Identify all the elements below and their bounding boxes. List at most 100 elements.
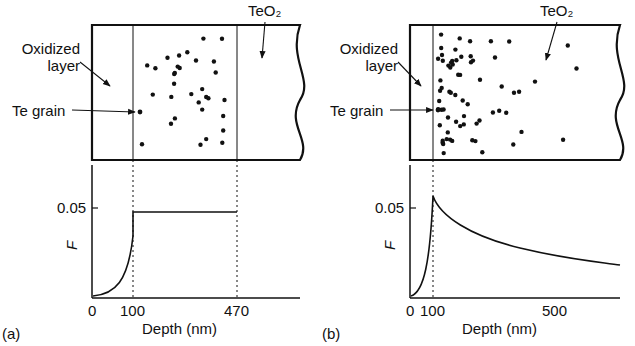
graph-a	[92, 160, 300, 298]
te-grain	[491, 110, 495, 114]
te-grain	[574, 66, 578, 70]
te-grain	[185, 50, 189, 54]
te-grain	[462, 122, 466, 126]
te-grain	[446, 115, 450, 119]
te-grain	[439, 46, 443, 50]
axis-tick-label: 0	[406, 302, 414, 319]
te-grain	[470, 138, 474, 142]
axis-tick-label: 470	[224, 302, 249, 319]
x-axis	[92, 297, 300, 299]
te-grain	[220, 141, 224, 145]
te-grain	[454, 58, 458, 62]
te-grain	[504, 111, 508, 115]
graph-b	[410, 160, 620, 298]
te-grain	[140, 142, 144, 146]
axis-tick-label: 100	[120, 302, 145, 319]
sample-outline	[410, 25, 624, 160]
te-grain	[461, 98, 465, 102]
te-grain	[448, 137, 452, 141]
region-label: Te grain	[12, 102, 65, 119]
te-grain	[200, 87, 204, 91]
dotted-guide	[433, 160, 434, 298]
axis-tick-label: 0.05	[375, 199, 404, 216]
te-grain	[173, 116, 177, 120]
te-grain	[480, 150, 484, 154]
te-grain	[214, 70, 218, 74]
te-grain	[468, 39, 472, 43]
te-grain	[454, 120, 458, 124]
dotted-guide	[237, 160, 238, 298]
leader-line	[546, 22, 557, 60]
te-grain	[201, 36, 205, 40]
leader-line	[72, 110, 135, 112]
te-grain	[436, 57, 440, 61]
te-grain	[466, 102, 470, 106]
te-grain	[172, 72, 176, 76]
leader-line	[80, 62, 110, 86]
layer-boundary	[237, 25, 238, 160]
leader-lines	[72, 22, 557, 112]
te-grain	[458, 73, 462, 77]
te-grain	[177, 53, 181, 57]
te-grain	[212, 59, 216, 63]
te-grain	[453, 93, 457, 97]
te-grain	[478, 78, 482, 82]
te-grain	[438, 89, 442, 93]
te-grain	[533, 79, 537, 83]
te-grain	[474, 121, 478, 125]
region-label: Oxidized layer	[324, 40, 398, 74]
te-grain	[169, 122, 173, 126]
te-grain	[220, 37, 224, 41]
te-grain	[439, 32, 443, 36]
te-grain	[449, 91, 453, 95]
x-axis	[410, 297, 620, 299]
te-grain	[153, 66, 157, 70]
sample-outline	[92, 25, 304, 160]
te-grain	[561, 138, 565, 142]
te-grain	[448, 65, 452, 69]
axis-tick-label: 0.05	[57, 199, 86, 216]
te-grains	[436, 32, 579, 155]
region-label: TeO₂	[248, 2, 281, 19]
te-grain	[165, 56, 169, 60]
axis-title: F	[381, 241, 398, 250]
te-grain	[206, 96, 210, 100]
tick	[410, 207, 416, 208]
te-grain	[453, 47, 457, 51]
te-grain	[197, 100, 201, 104]
axis-title: Depth (nm)	[462, 320, 537, 337]
region-label: TeO₂	[540, 2, 573, 19]
te-grain	[446, 130, 450, 134]
te-grain	[221, 128, 225, 132]
te-grain	[459, 55, 463, 59]
te-grain	[441, 142, 445, 146]
te-grain	[511, 142, 515, 146]
axis-title: F	[63, 241, 80, 250]
te-grain	[440, 53, 444, 57]
te-grain	[441, 59, 445, 63]
axis-tick-label: 100	[420, 302, 445, 319]
te-grain	[145, 63, 149, 67]
tick	[92, 207, 98, 208]
te-grain	[221, 114, 225, 118]
axis-title: Depth (nm)	[142, 320, 217, 337]
te-grain	[194, 58, 198, 62]
panel-label: (b)	[322, 325, 340, 342]
te-grain	[489, 39, 493, 43]
f-curve	[411, 196, 620, 296]
te-grain	[512, 91, 516, 95]
te-grains	[140, 36, 227, 147]
te-grain	[438, 123, 442, 127]
layer-boundary	[433, 25, 434, 160]
region-label: Te grain	[330, 102, 383, 119]
te-grain	[462, 114, 466, 118]
te-grain	[169, 95, 173, 99]
axis-tick-label: 500	[542, 302, 567, 319]
y-axis	[91, 165, 93, 298]
te-grain	[497, 109, 501, 113]
te-grain	[566, 43, 570, 47]
te-grain	[176, 64, 180, 68]
y-axis	[409, 165, 411, 298]
